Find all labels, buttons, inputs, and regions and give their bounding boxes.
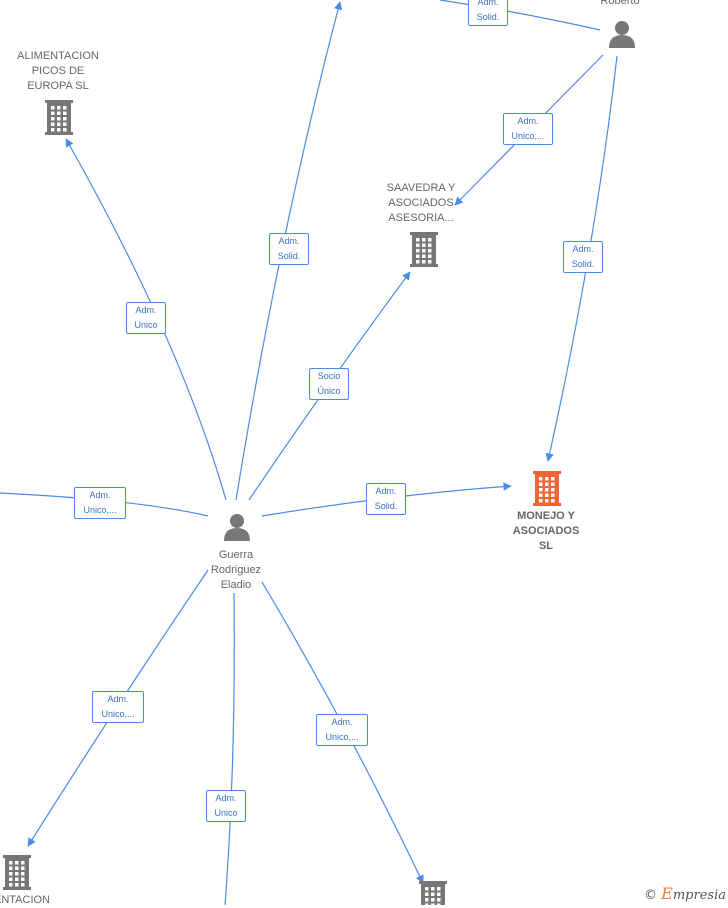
person-icon-roberto[interactable]: [609, 21, 635, 48]
edge-label-e6[interactable]: Socio Único: [309, 368, 349, 400]
node-label-roberto[interactable]: Roberto: [600, 0, 640, 7]
company-icon-alimentacion-bottom[interactable]: [3, 855, 31, 890]
edge-label-e8[interactable]: Adm. Solid.: [366, 483, 406, 515]
person-icon-guerra[interactable]: [224, 514, 250, 541]
node-label-saavedra[interactable]: SAAVEDRA Y ASOCIADOS ASESORIA...: [386, 182, 456, 224]
node-label-alimentacion-bottom[interactable]: ENTACION: [0, 894, 51, 906]
node-label-guerra[interactable]: Guerra Rodriguez Eladio: [210, 549, 262, 591]
edge-label-e2[interactable]: Adm. Unico,...: [503, 113, 553, 145]
node-label-monejo[interactable]: MONEJO Y ASOCIADOS SL: [512, 510, 580, 552]
edge-label-e10[interactable]: Adm. Unico: [206, 790, 246, 822]
edge-line-e10: [224, 592, 235, 905]
edge-label-e1[interactable]: Adm. Solid.: [468, 0, 508, 26]
empresia-watermark: © Empresia: [644, 884, 726, 903]
company-icon-alimentacion-top[interactable]: [45, 100, 73, 135]
company-icon-monejo[interactable]: [533, 471, 561, 506]
company-icon-company-bottom-right[interactable]: [419, 881, 447, 905]
edge-label-e5[interactable]: Adm. Solid.: [269, 233, 309, 265]
company-icon-saavedra[interactable]: [410, 232, 438, 267]
node-label-alimentacion-top[interactable]: ALIMENTACION PICOS DE EUROPA SL: [17, 50, 99, 92]
edge-line-e1: [439, 0, 601, 31]
edge-label-e11[interactable]: Adm. Unico,...: [316, 714, 368, 746]
edge-label-e3[interactable]: Adm. Solid.: [563, 241, 603, 273]
edge-label-e9[interactable]: Adm. Unico,...: [92, 691, 144, 723]
edge-label-e7[interactable]: Adm. Unico,...: [74, 487, 126, 519]
edge-label-e4[interactable]: Adm. Unico: [126, 302, 166, 334]
